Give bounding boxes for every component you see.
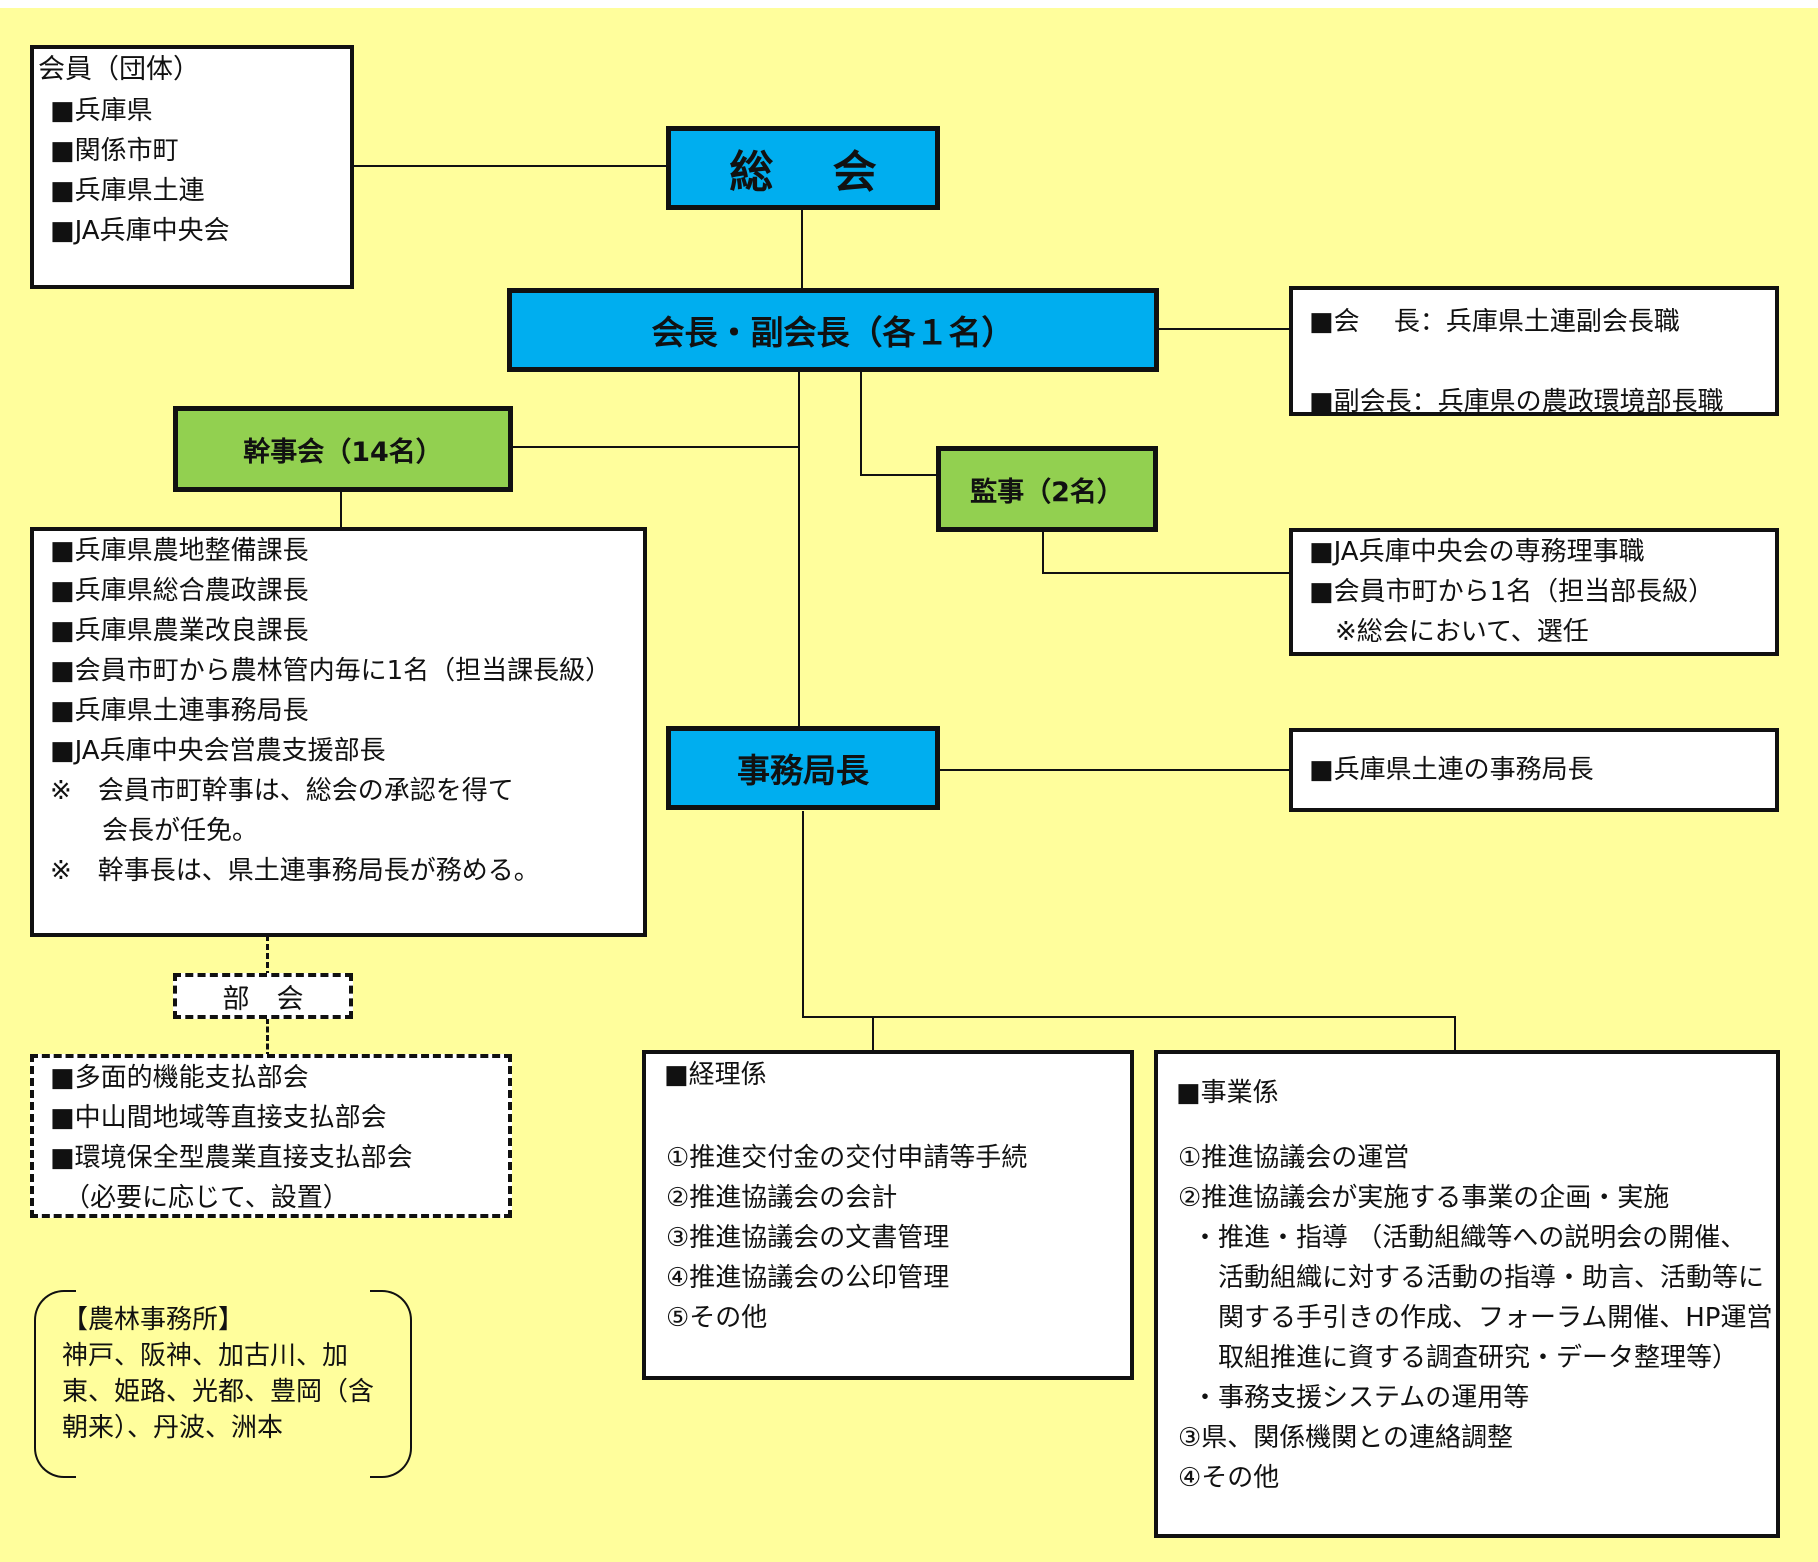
chair-info-item: ■会 長：兵庫県土連副会長職: [1309, 307, 1680, 337]
offices-bracket-right: [370, 1290, 412, 1478]
subcommittee-info-item: ■環境保全型農業直接支払部会: [50, 1143, 413, 1173]
connector-assembly-chair: [801, 210, 803, 298]
offices-item: 東、姫路、光都、豊岡（含: [62, 1377, 375, 1407]
secretary-general-info-item: ■兵庫県土連の事務局長: [1309, 755, 1594, 785]
accounting-list: ①推進交付金の交付申請等手続 ②推進協議会の会計 ③推進協議会の文書管理 ④推進…: [666, 1138, 1027, 1338]
members-item: ■JA兵庫中央会: [50, 216, 230, 246]
operations-item: 取組推進に資する調査研究・データ整理等）: [1192, 1343, 1739, 1373]
secretary-general-info-list: ■兵庫県土連の事務局長: [1309, 750, 1594, 790]
connector-auditors-info-v: [1042, 530, 1044, 574]
chair-info-box: ■会 長：兵庫県土連副会長職 ■副会長：兵庫県の農政環境部長職: [1289, 286, 1779, 417]
operations-item: ①推進協議会の運営: [1178, 1143, 1410, 1173]
connector-general-down: [802, 811, 804, 1018]
operations-list: ①推進協議会の運営 ②推進協議会が実施する事業の企画・実施 ・推進・指導 （活動…: [1178, 1138, 1772, 1498]
connector-secretaries-info: [340, 491, 342, 539]
auditors-info-list: ■JA兵庫中央会の専務理事職 ■会員市町から1名（担当部長級） ※総会において、…: [1309, 532, 1714, 652]
subcommittee-info-item: ■中山間地域等直接支払部会: [50, 1103, 387, 1133]
members-item: ■兵庫県: [50, 96, 153, 126]
secretaries-info-item: ■兵庫県土連事務局長: [50, 696, 309, 726]
secretaries-info-box: ■兵庫県農地整備課長 ■兵庫県総合農政課長 ■兵庫県農業改良課長 ■会員市町から…: [30, 527, 647, 937]
members-box: 会員（団体） ■兵庫県 ■関係市町 ■兵庫県土連 ■JA兵庫中央会: [30, 45, 354, 289]
auditors-info-item: ■会員市町から1名（担当部長級）: [1309, 577, 1715, 607]
connector-chair-main: [798, 363, 800, 737]
operations-item: 関する手引きの作成、フォーラム開催、HP運営: [1192, 1303, 1773, 1333]
connector-general-info: [935, 769, 1291, 771]
operations-item: ・事務支援システムの運用等: [1192, 1383, 1530, 1413]
general-assembly-box: 総 会: [666, 126, 940, 210]
chair-box: 会長・副会長（各１名）: [507, 288, 1159, 372]
members-item: ■兵庫県土連: [50, 176, 205, 206]
secretaries-info-item: 会長が任免。: [50, 816, 259, 846]
accounting-item: ①推進交付金の交付申請等手続: [666, 1143, 1028, 1173]
operations-item: 活動組織に対する活動の指導・助言、活動等に: [1192, 1263, 1765, 1293]
connector-branch-h: [802, 1016, 1456, 1018]
chair-info-list: ■会 長：兵庫県土連副会長職 ■副会長：兵庫県の農政環境部長職: [1309, 302, 1724, 422]
members-item: ■関係市町: [50, 136, 179, 166]
operations-item: ②推進協議会が実施する事業の企画・実施: [1178, 1183, 1670, 1213]
operations-item: ④その他: [1178, 1463, 1280, 1493]
secretaries-info-item: ■兵庫県農業改良課長: [50, 616, 309, 646]
offices-item: 神戸、阪神、加古川、加: [62, 1341, 349, 1371]
secretaries-info-item: ■兵庫県農地整備課長: [50, 536, 309, 566]
secretaries-info-item: ■兵庫県総合農政課長: [50, 576, 309, 606]
connector-chair-auditors-h: [860, 474, 938, 476]
operations-item: ③県、関係機関との連絡調整: [1178, 1423, 1514, 1453]
subcommittee-info-item: ■多面的機能支払部会: [50, 1063, 309, 1093]
secretary-general-info-box: ■兵庫県土連の事務局長: [1289, 728, 1779, 812]
secretaries-box: 幹事会（14名）: [173, 406, 513, 492]
subcommittee-info-item: （必要に応じて、設置）: [64, 1183, 349, 1213]
accounting-box: ■経理係 ①推進交付金の交付申請等手続 ②推進協議会の会計 ③推進協議会の文書管…: [642, 1050, 1134, 1380]
accounting-item: ③推進協議会の文書管理: [666, 1223, 950, 1253]
accounting-item: ④推進協議会の公印管理: [666, 1263, 950, 1293]
accounting-item: ②推進協議会の会計: [666, 1183, 898, 1213]
subcommittee-info-list: ■多面的機能支払部会 ■中山間地域等直接支払部会 ■環境保全型農業直接支払部会 …: [50, 1058, 413, 1218]
org-chart: 会員（団体） ■兵庫県 ■関係市町 ■兵庫県土連 ■JA兵庫中央会 総 会 会長…: [0, 8, 1818, 1562]
connector-branch-accounting: [872, 1016, 874, 1056]
secretaries-info-item: ※ 会員市町幹事は、総会の承認を得て: [50, 776, 514, 806]
auditors-info-item: ■JA兵庫中央会の専務理事職: [1309, 537, 1645, 567]
accounting-title: ■経理係: [664, 1060, 767, 1090]
operations-item: ・推進・指導 （活動組織等への説明会の開催、: [1192, 1223, 1747, 1253]
offices-block: 【農林事務所】 神戸、阪神、加古川、加 東、姫路、光都、豊岡（含 朝来）、丹波、…: [34, 1290, 412, 1478]
connector-members-assembly: [352, 165, 668, 167]
secretary-general-box: 事務局長: [666, 726, 940, 810]
subcommittee-info-box: ■多面的機能支払部会 ■中山間地域等直接支払部会 ■環境保全型農業直接支払部会 …: [30, 1054, 512, 1218]
connector-chair-info: [1157, 328, 1291, 330]
members-list: ■兵庫県 ■関係市町 ■兵庫県土連 ■JA兵庫中央会: [50, 91, 230, 251]
accounting-item: ⑤その他: [666, 1303, 768, 1333]
connector-branch-operations: [1454, 1016, 1456, 1056]
connector-subcommittee-info: [266, 1018, 269, 1058]
offices-item: 朝来）、丹波、洲本: [62, 1413, 284, 1443]
members-title: 会員（団体）: [38, 54, 200, 85]
auditors-info-box: ■JA兵庫中央会の専務理事職 ■会員市町から1名（担当部長級） ※総会において、…: [1289, 528, 1779, 656]
secretaries-info-item: ■JA兵庫中央会営農支援部長: [50, 736, 386, 766]
auditors-box: 監事（2名）: [936, 446, 1158, 532]
secretaries-info-item: ■会員市町から農林管内毎に1名（担当課長級）: [50, 656, 612, 686]
chair-info-item: ■副会長：兵庫県の農政環境部長職: [1309, 387, 1724, 417]
auditors-info-item: ※総会において、選任: [1309, 617, 1589, 647]
connector-secretaries-subcommittee: [266, 935, 269, 977]
connector-chair-auditors-v: [860, 363, 862, 475]
operations-box: ■事業係 ①推進協議会の運営 ②推進協議会が実施する事業の企画・実施 ・推進・指…: [1154, 1050, 1780, 1538]
connector-auditors-info-h: [1042, 572, 1292, 574]
connector-main-secretaries: [510, 446, 798, 448]
operations-title: ■事業係: [1176, 1078, 1279, 1108]
secretaries-info-item: ※ 幹事長は、県土連事務局長が務める。: [50, 856, 540, 886]
subcommittee-box: 部 会: [173, 973, 353, 1019]
offices-list: 【農林事務所】 神戸、阪神、加古川、加 東、姫路、光都、豊岡（含 朝来）、丹波、…: [62, 1302, 374, 1446]
secretaries-info-list: ■兵庫県農地整備課長 ■兵庫県総合農政課長 ■兵庫県農業改良課長 ■会員市町から…: [50, 531, 611, 891]
offices-item: 【農林事務所】: [62, 1305, 245, 1335]
